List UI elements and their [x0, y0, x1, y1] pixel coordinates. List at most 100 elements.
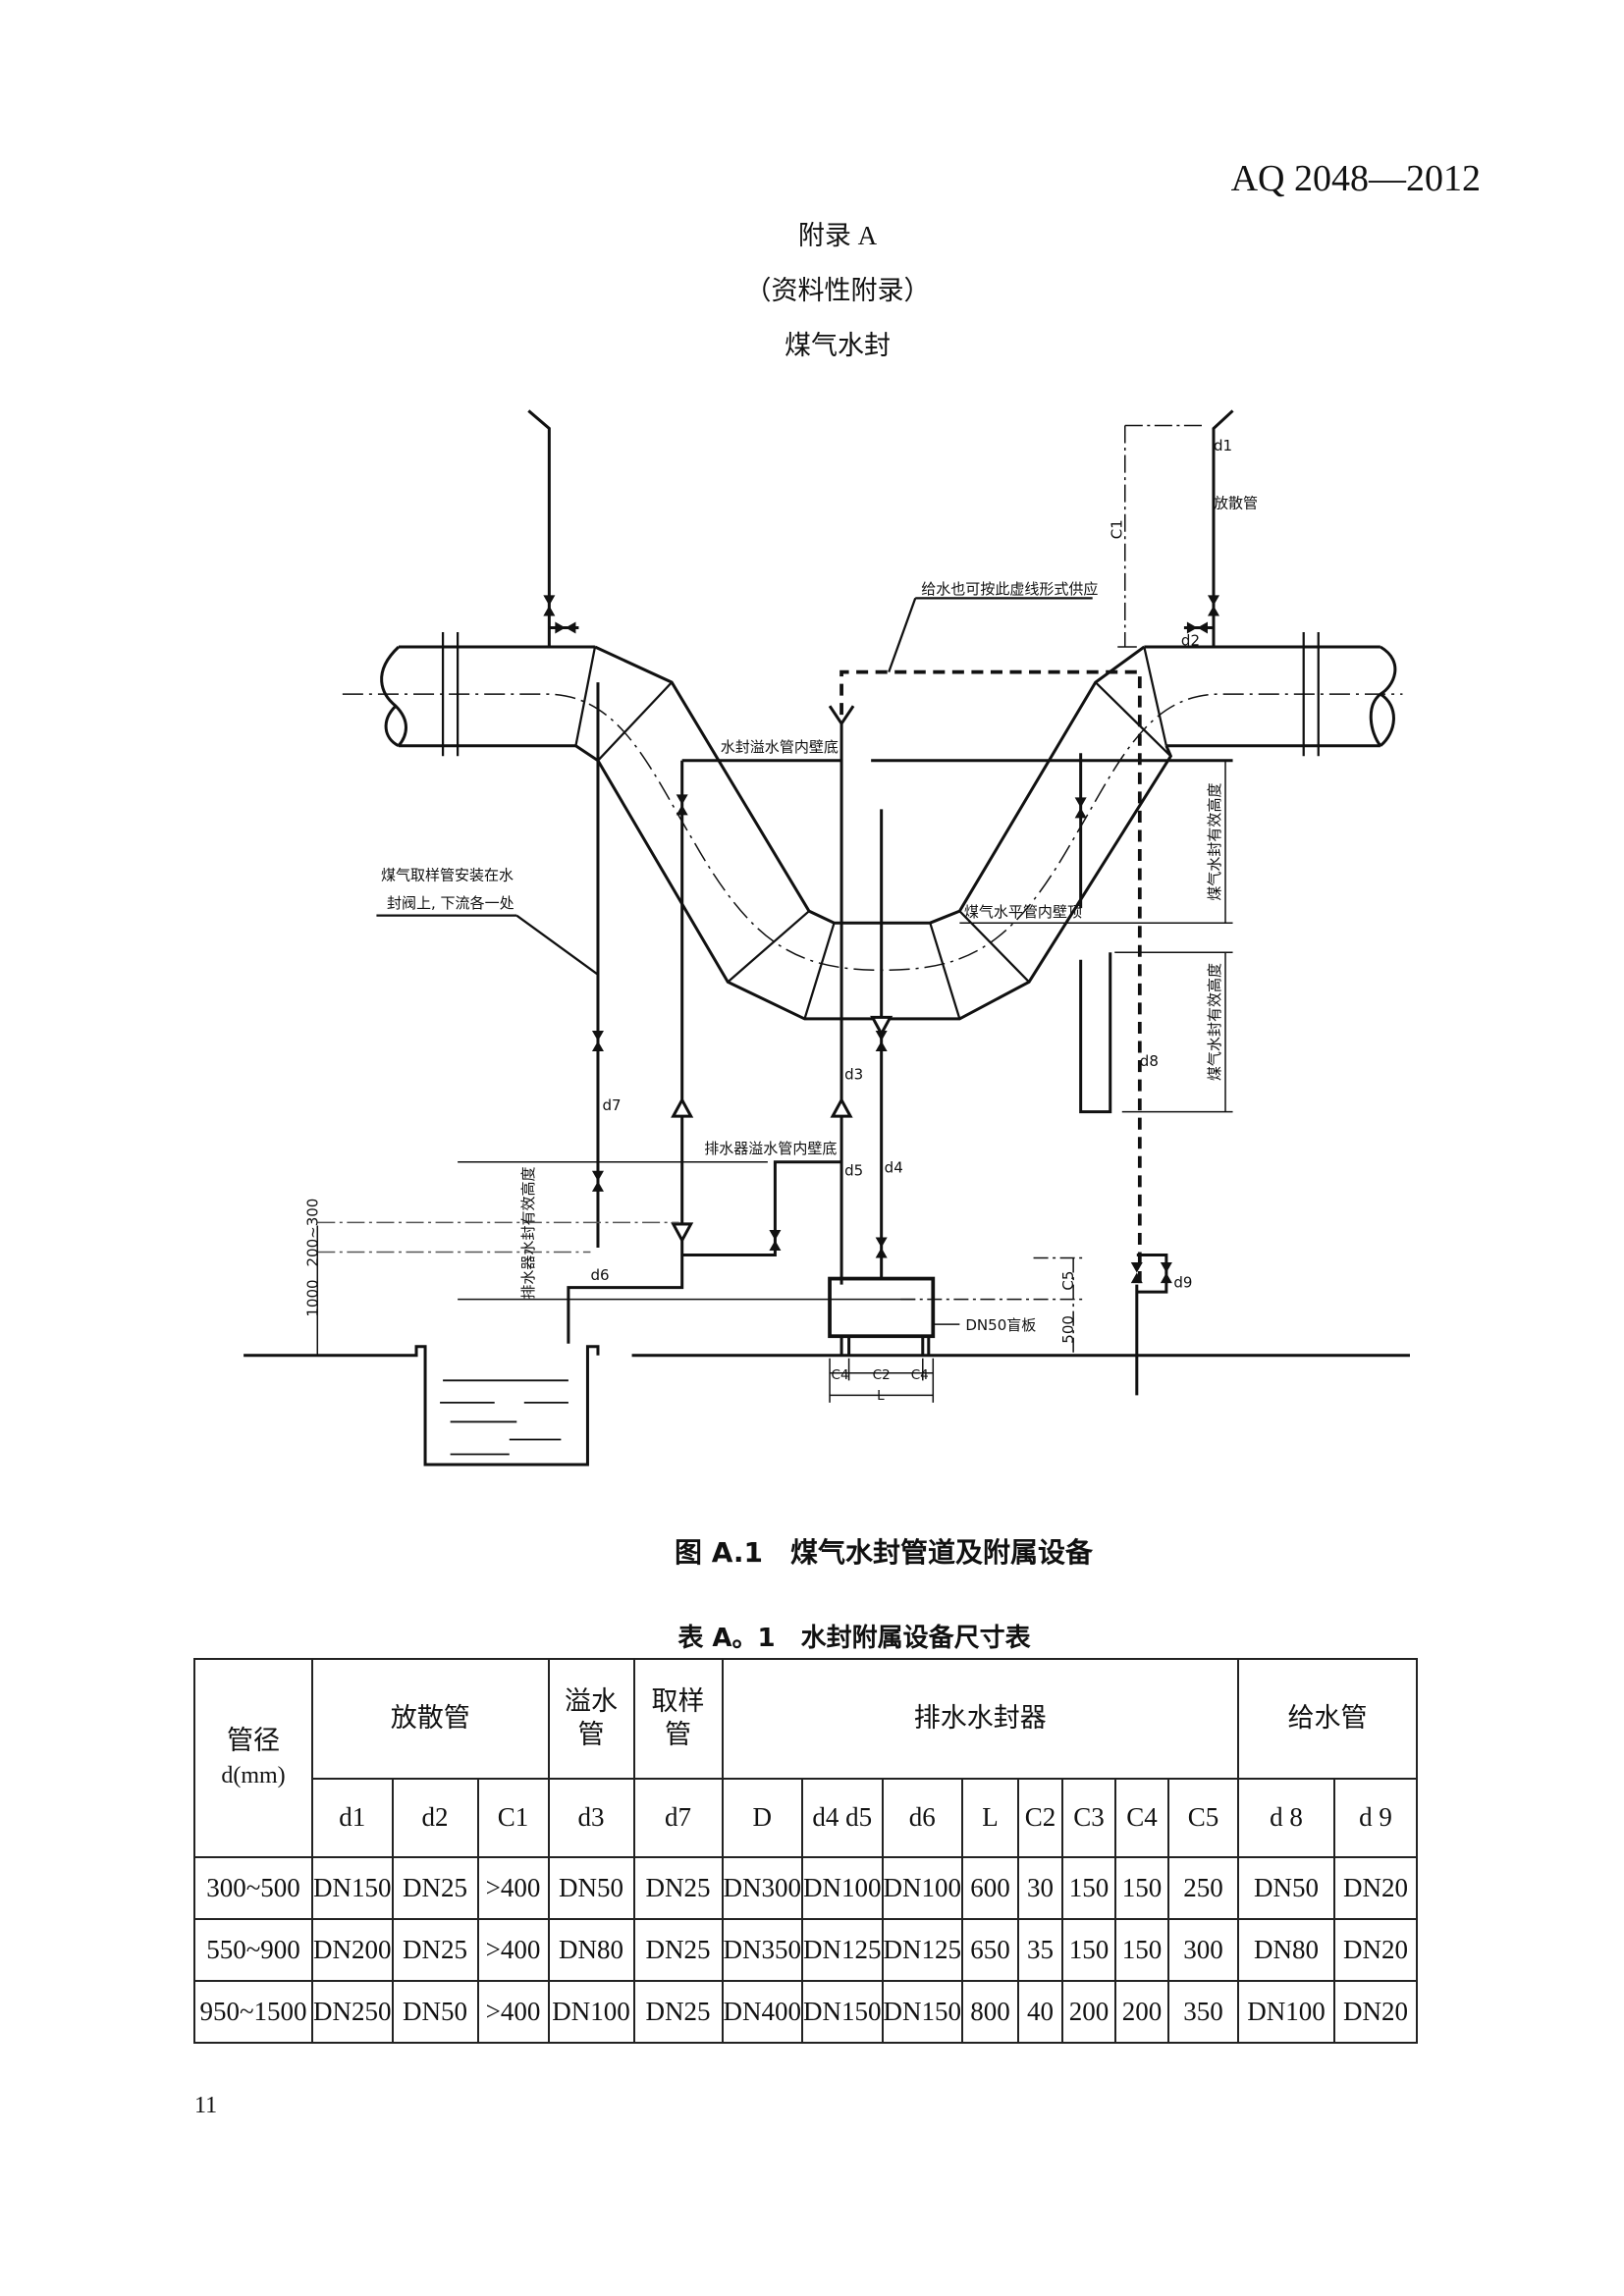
table-cell: DN100	[1237, 1980, 1335, 2044]
table-cell: DN250	[311, 1980, 394, 2044]
label-c5: C5	[1059, 1271, 1077, 1291]
table-cell: 600	[961, 1856, 1019, 1920]
figure-caption: 图 A.1 煤气水封管道及附属设备	[674, 1536, 1094, 1569]
label-d7: d7	[602, 1096, 621, 1114]
table-cell: DN25	[632, 1980, 724, 2044]
label-c2: C2	[873, 1367, 891, 1383]
label-drain-overflow-bottom: 排水器溢水管内壁底	[704, 1140, 837, 1157]
table-cell: DN100	[801, 1856, 884, 1920]
table-cell: >400	[476, 1980, 550, 2044]
header-drain-seal: 排水水封器	[721, 1658, 1239, 1780]
table-cell: DN25	[632, 1918, 724, 1982]
label-drain-seal-height: 排水器水封有效高度	[519, 1166, 537, 1299]
subheader-cell: d7	[632, 1778, 724, 1858]
table-cell: >400	[476, 1918, 550, 1982]
table-cell: 150	[1061, 1918, 1116, 1982]
label-c1: C1	[1109, 519, 1126, 539]
table-cell: 300~500	[193, 1856, 313, 1920]
table-cell: DN125	[801, 1918, 884, 1982]
table-cell: 550~900	[193, 1918, 313, 1982]
label-l: L	[877, 1388, 885, 1404]
label-d5: d5	[844, 1161, 863, 1179]
label-blind-plate: DN50盲板	[965, 1316, 1036, 1334]
table-cell: DN150	[881, 1980, 963, 2044]
table-cell: DN150	[311, 1856, 394, 1920]
table-cell: DN400	[721, 1980, 803, 2044]
page-number: 11	[194, 2093, 218, 2118]
appendix-type: （资料性附录）	[744, 276, 931, 305]
table-cell: DN300	[721, 1856, 803, 1920]
table-cell: 150	[1114, 1918, 1169, 1982]
table-cell: DN20	[1333, 1980, 1418, 2044]
table-cell: DN80	[547, 1918, 635, 1982]
table-cell: DN20	[1333, 1856, 1418, 1920]
label-overflow-bottom: 水封溢水管内壁底	[721, 738, 839, 756]
label-c4-left: C4	[832, 1367, 849, 1383]
header-vent: 放散管	[311, 1658, 550, 1780]
table-cell: 40	[1017, 1980, 1063, 2044]
subheader-cell: C5	[1167, 1778, 1239, 1858]
table-cell: DN50	[391, 1980, 479, 2044]
label-sampling-note-2: 封阀上, 下流各一处	[387, 894, 514, 912]
label-500: 500	[1059, 1315, 1077, 1344]
subheader-cell: d 9	[1333, 1778, 1418, 1858]
table-cell: DN125	[881, 1918, 963, 1982]
label-d9: d9	[1173, 1274, 1192, 1292]
table-cell: 350	[1167, 1980, 1239, 2044]
appendix-label: 附录 A	[797, 221, 878, 250]
label-200-300: 200~300	[303, 1199, 321, 1267]
table-cell: 150	[1114, 1856, 1169, 1920]
table-cell: DN350	[721, 1918, 803, 1982]
label-d2: d2	[1181, 632, 1200, 650]
label-vent-pipe: 放散管	[1214, 495, 1258, 512]
header-sampling: 取样管	[632, 1658, 724, 1780]
table-cell: DN50	[1237, 1856, 1335, 1920]
label-water-supply-note: 给水也可按此虚线形式供应	[921, 580, 1098, 598]
subheader-cell: D	[721, 1778, 803, 1858]
label-1000: 1000	[303, 1279, 321, 1316]
appendix-title: 煤气水封	[785, 331, 891, 360]
table-caption: 表 A。1 水封附属设备尺寸表	[677, 1624, 1031, 1653]
label-d6: d6	[590, 1266, 609, 1284]
label-d1: d1	[1214, 437, 1232, 454]
label-effective-height-1: 煤气水封有效高度	[1206, 783, 1223, 901]
subheader-cell: d1	[311, 1778, 394, 1858]
subheader-cell: C2	[1017, 1778, 1063, 1858]
table-cell: 35	[1017, 1918, 1063, 1982]
table-cell: 30	[1017, 1856, 1063, 1920]
subheader-cell: d3	[547, 1778, 635, 1858]
subheader-cell: L	[961, 1778, 1019, 1858]
subheader-cell: C1	[476, 1778, 550, 1858]
label-effective-height-2: 煤气水封有效高度	[1206, 963, 1223, 1081]
table-cell: DN80	[1237, 1918, 1335, 1982]
table-cell: DN100	[881, 1856, 963, 1920]
label-sampling-note-1: 煤气取样管安装在水	[381, 867, 514, 884]
table-cell: 650	[961, 1918, 1019, 1982]
subheader-cell: d4 d5	[801, 1778, 884, 1858]
subheader-cell: d 8	[1237, 1778, 1335, 1858]
table-cell: DN50	[547, 1856, 635, 1920]
subheader-cell: C4	[1114, 1778, 1169, 1858]
table-cell: DN200	[311, 1918, 394, 1982]
table-cell: >400	[476, 1856, 550, 1920]
table-cell: 950~1500	[193, 1980, 313, 2044]
table-cell: 800	[961, 1980, 1019, 2044]
label-d4: d4	[885, 1158, 903, 1176]
table-cell: 200	[1114, 1980, 1169, 2044]
label-gas-pipe-top: 煤气水平管内壁顶	[964, 903, 1082, 921]
header-overflow: 溢水管	[547, 1658, 635, 1780]
header-supply: 给水管	[1237, 1658, 1418, 1780]
table-cell: DN150	[801, 1980, 884, 2044]
table-cell: 250	[1167, 1856, 1239, 1920]
table-cell: 300	[1167, 1918, 1239, 1982]
table-cell: 200	[1061, 1980, 1116, 2044]
subheader-cell: d2	[391, 1778, 479, 1858]
label-d3: d3	[844, 1066, 863, 1084]
table-cell: DN25	[632, 1856, 724, 1920]
